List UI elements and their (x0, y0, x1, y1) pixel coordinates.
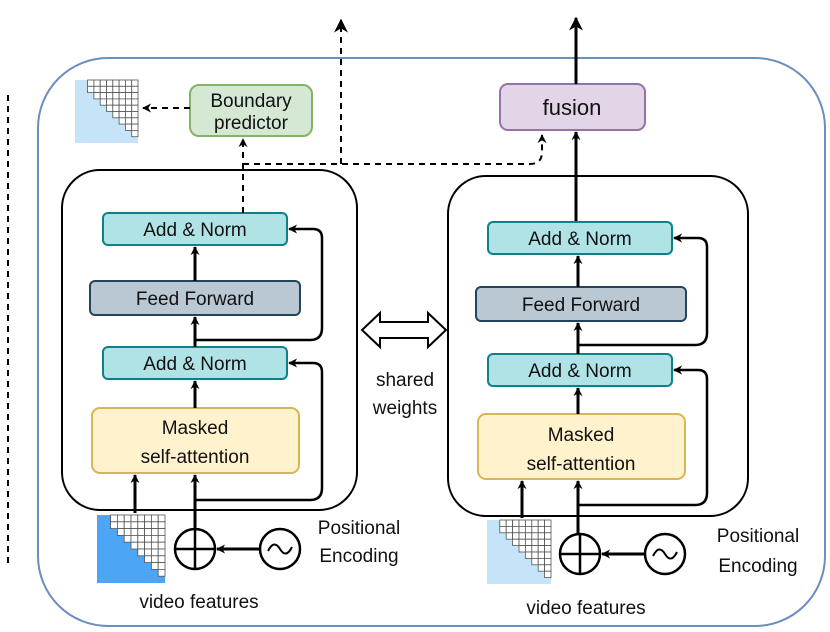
right-encoding-label: Encoding (718, 556, 797, 577)
left-encoding-label: Encoding (319, 546, 398, 567)
shared-label: shared (376, 370, 434, 391)
left-encoder-block (61, 169, 358, 511)
right-residual-top (578, 233, 709, 347)
top-mask-matrix-icon (75, 79, 139, 143)
left-add-norm-bottom-label: Add & Norm (143, 354, 246, 375)
dashed-to-fusion (243, 134, 547, 165)
left-add-norm-top-label: Add & Norm (143, 220, 246, 241)
left-circle-plus-icon (173, 527, 217, 571)
right-fusion-label: fusion (543, 95, 602, 120)
right-circle-plus-icon (558, 532, 602, 576)
left-boundary-line2: predictor (214, 113, 289, 134)
right-mask-matrix-icon (487, 519, 552, 584)
outer-container (37, 57, 826, 627)
double-arrow-icon (360, 310, 448, 350)
left-masked-label: Masked (162, 418, 229, 439)
right-add-norm-top: Add & Norm (487, 221, 673, 255)
left-video-features-label: video features (139, 592, 258, 613)
left-boundary-line1: Boundary (210, 91, 292, 112)
left-feed-forward-label: Feed Forward (136, 289, 254, 310)
right-positional-label: Positional (717, 526, 799, 547)
left-masked-attention: Masked self-attention (91, 407, 300, 474)
right-feed-forward-label: Feed Forward (522, 295, 640, 316)
left-boundary-predictor: Boundary predictor (189, 84, 313, 137)
right-residual-bottom (578, 365, 709, 507)
left-feed-forward: Feed Forward (89, 280, 301, 316)
right-sine-wave-icon (643, 532, 687, 576)
left-add-norm-bottom: Add & Norm (102, 346, 288, 380)
right-feed-forward: Feed Forward (475, 286, 687, 322)
left-positional-label: Positional (318, 518, 400, 539)
left-sine-wave-icon (258, 527, 302, 571)
weights-label: weights (372, 398, 437, 419)
right-masked-label: Masked (548, 425, 615, 446)
right-masked-attention: Masked self-attention (477, 413, 686, 480)
right-add-norm-bottom-label: Add & Norm (528, 361, 631, 382)
left-mask-matrix-icon (97, 514, 166, 583)
right-video-features-label: video features (526, 598, 645, 619)
left-residual-bottom (195, 358, 324, 502)
right-add-norm-top-label: Add & Norm (528, 229, 631, 250)
left-residual-top (195, 224, 324, 342)
right-add-norm-bottom: Add & Norm (487, 353, 673, 387)
left-add-norm-top: Add & Norm (102, 212, 288, 246)
right-fusion-box: fusion (499, 83, 646, 131)
left-self-attention-label: self-attention (141, 447, 250, 468)
right-encoder-block (447, 175, 749, 517)
right-self-attention-label: self-attention (527, 454, 636, 475)
